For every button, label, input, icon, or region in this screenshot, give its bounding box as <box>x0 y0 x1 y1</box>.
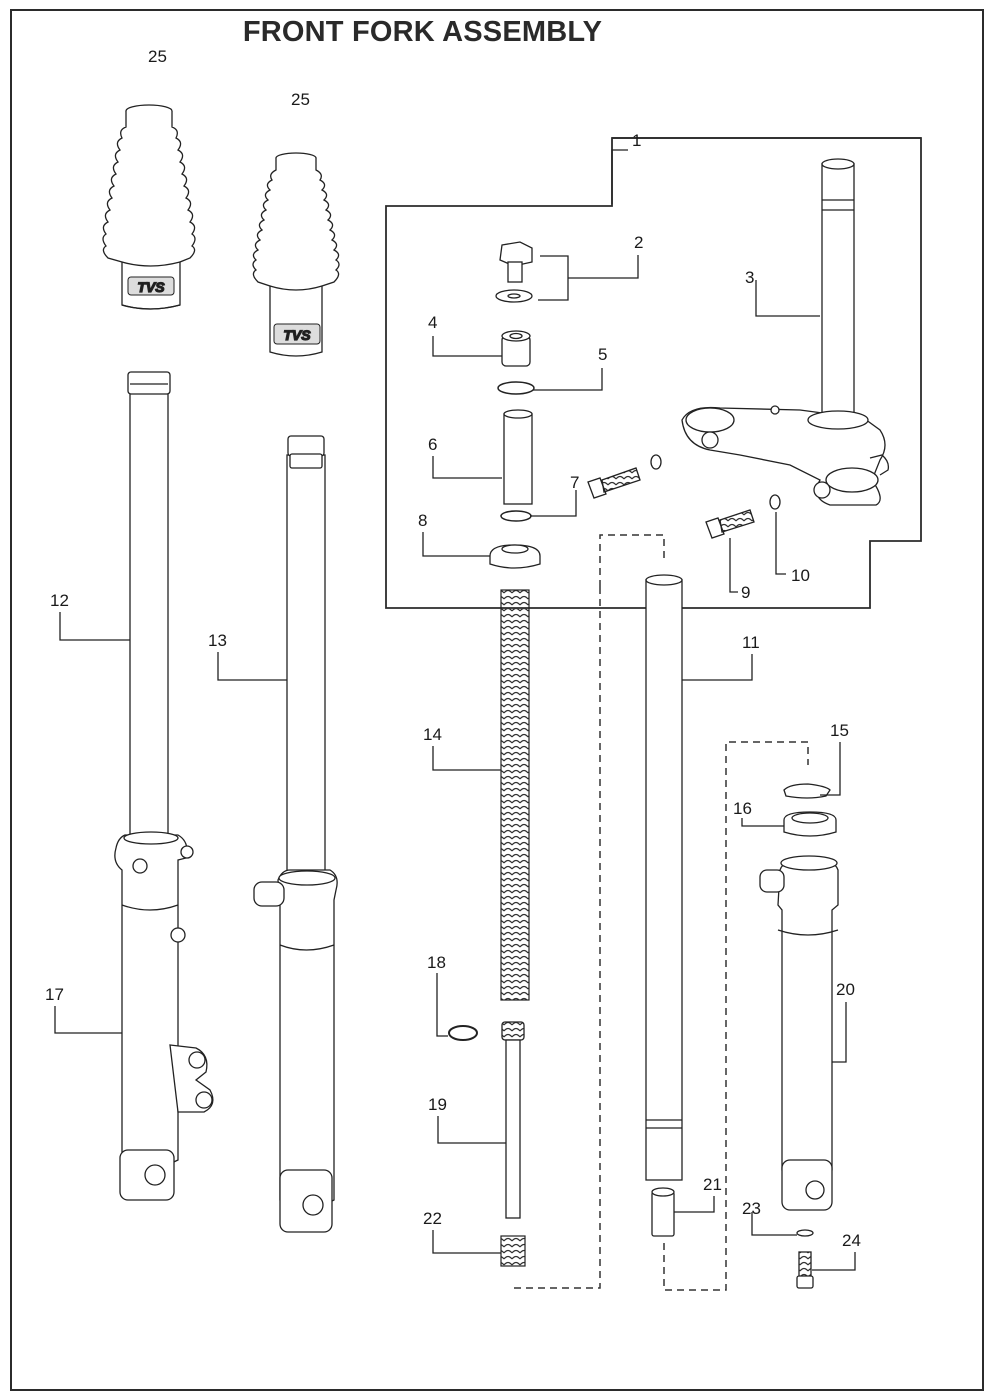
callout-numbers: 1 2 3 4 5 6 7 8 9 10 11 12 13 14 15 16 1… <box>45 47 861 1250</box>
washer-10 <box>769 494 781 510</box>
leader-lines <box>54 149 856 1271</box>
diagram-title: FRONT FORK ASSEMBLY <box>242 16 603 48</box>
callout-23: 23 <box>742 1199 761 1218</box>
boot-left-lettering: TVS <box>137 279 165 295</box>
o-ring-5 <box>497 381 535 395</box>
callout-11: 11 <box>742 633 760 652</box>
callout-5: 5 <box>598 345 607 364</box>
callout-2: 2 <box>634 233 643 252</box>
page-border <box>10 9 984 1391</box>
callout-1: 1 <box>632 131 641 150</box>
callout-25-right: 25 <box>291 90 310 109</box>
callout-24: 24 <box>842 1231 861 1250</box>
callout-3: 3 <box>745 268 754 287</box>
rebound-spring-22 <box>500 1235 526 1267</box>
washer-23 <box>796 1229 814 1237</box>
piston-ring-18 <box>448 1025 478 1041</box>
callout-6: 6 <box>428 435 437 454</box>
drain-bolt-24 <box>796 1251 814 1289</box>
callout-20: 20 <box>836 980 855 999</box>
cap-bolt-4 <box>501 330 531 367</box>
clamp-bolt-9 <box>705 494 781 539</box>
fork-spring-14 <box>500 589 530 1001</box>
fork-boot-right: TVS <box>252 152 340 357</box>
spring-seat-8 <box>489 544 541 569</box>
callout-19: 19 <box>428 1095 447 1114</box>
outer-tube-20 <box>759 855 839 1211</box>
fork-boot-left: TVS <box>102 104 196 310</box>
damper-rod-19 <box>501 1021 525 1219</box>
fork-assembly-right <box>253 435 338 1233</box>
washer-7 <box>500 510 532 522</box>
fork-assembly-left <box>114 371 214 1201</box>
spacer-tube-6 <box>503 409 533 505</box>
inner-tube-11 <box>645 574 683 1181</box>
callout-22: 22 <box>423 1209 442 1228</box>
callout-8: 8 <box>418 511 427 530</box>
callout-13: 13 <box>208 631 227 650</box>
callout-12: 12 <box>50 591 69 610</box>
callout-18: 18 <box>427 953 446 972</box>
group-line-20 <box>663 741 809 1291</box>
circlip-15 <box>783 783 831 799</box>
callout-9: 9 <box>741 583 750 602</box>
steering-stem <box>681 158 890 506</box>
callout-14: 14 <box>423 725 442 744</box>
callout-15: 15 <box>830 721 849 740</box>
group-line-11 <box>599 534 665 587</box>
callout-21: 21 <box>703 1175 722 1194</box>
clamp-bolt-upper <box>587 454 662 499</box>
callout-7: 7 <box>570 473 579 492</box>
callout-10: 10 <box>791 566 810 585</box>
oil-seal-16 <box>783 811 837 837</box>
bolt-washer-2 <box>495 241 533 303</box>
callout-25-left: 25 <box>148 47 167 66</box>
callout-4: 4 <box>428 313 437 332</box>
callout-16: 16 <box>733 799 752 818</box>
boot-right-lettering: TVS <box>283 327 311 343</box>
oil-lock-piece-21 <box>651 1187 675 1237</box>
callout-17: 17 <box>45 985 64 1004</box>
